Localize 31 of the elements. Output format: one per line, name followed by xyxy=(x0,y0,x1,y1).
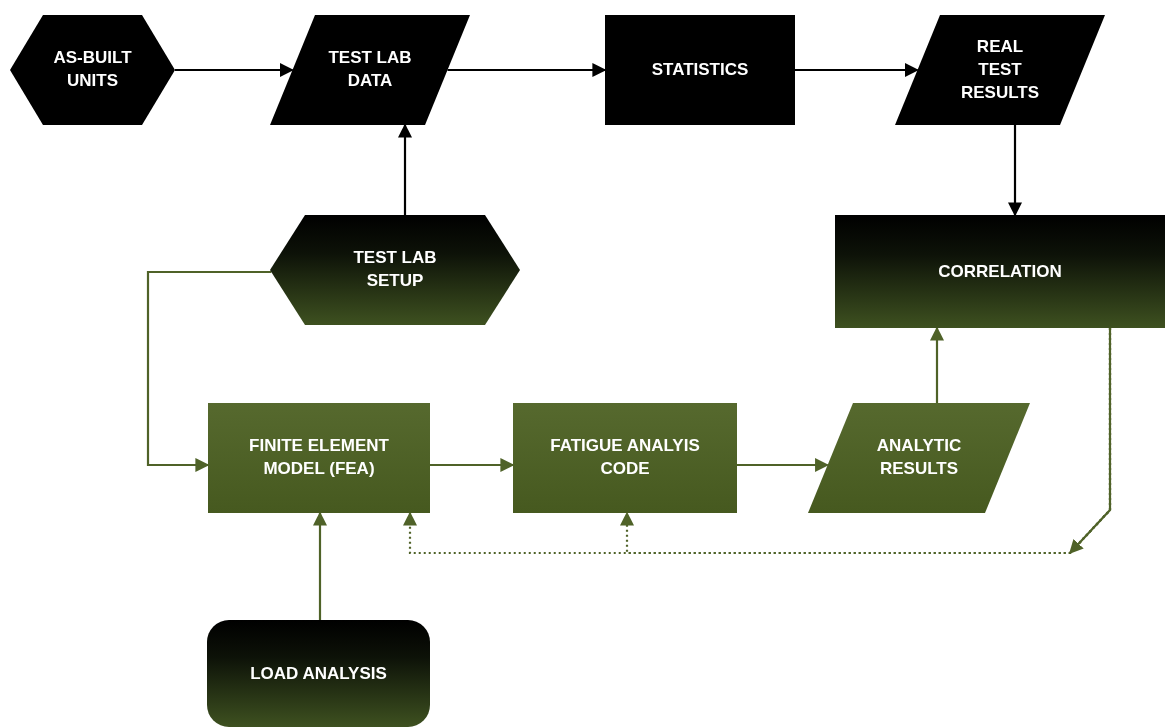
node-label: REAL TEST RESULTS xyxy=(960,35,1040,104)
node-label: ANALYTIC RESULTS xyxy=(875,435,963,480)
node-label: STATISTICS xyxy=(650,58,750,81)
node-label: TEST LAB SETUP xyxy=(352,247,438,292)
rounded-box xyxy=(207,620,430,727)
data-parallelogram xyxy=(808,403,1030,513)
arrow xyxy=(175,63,294,77)
arrow xyxy=(398,123,412,215)
hexagon-node xyxy=(270,215,520,325)
arrow xyxy=(795,63,919,77)
process-box xyxy=(835,215,1165,328)
node-label: FATIGUE ANALYIS CODE xyxy=(549,435,701,480)
data-parallelogram xyxy=(270,15,470,125)
hexagon-node xyxy=(10,15,175,125)
node-label: LOAD ANALYSIS xyxy=(249,662,388,685)
arrow xyxy=(146,270,272,472)
data-parallelogram xyxy=(895,15,1105,125)
arrow xyxy=(1008,125,1022,217)
node-label: FINITE ELEMENT MODEL (FEA) xyxy=(248,435,390,480)
node-label: TEST LAB DATA xyxy=(327,47,413,92)
process-box xyxy=(605,15,795,125)
arrow xyxy=(430,458,515,472)
process-box xyxy=(208,403,430,513)
node-label: AS-BUILT UNITS xyxy=(52,47,133,92)
arrow xyxy=(930,326,944,403)
arrow xyxy=(737,458,830,472)
process-box xyxy=(513,403,737,513)
node-label: CORRELATION xyxy=(937,260,1063,283)
arrow xyxy=(447,63,607,77)
arrow xyxy=(1069,328,1112,555)
arrow xyxy=(313,511,327,620)
